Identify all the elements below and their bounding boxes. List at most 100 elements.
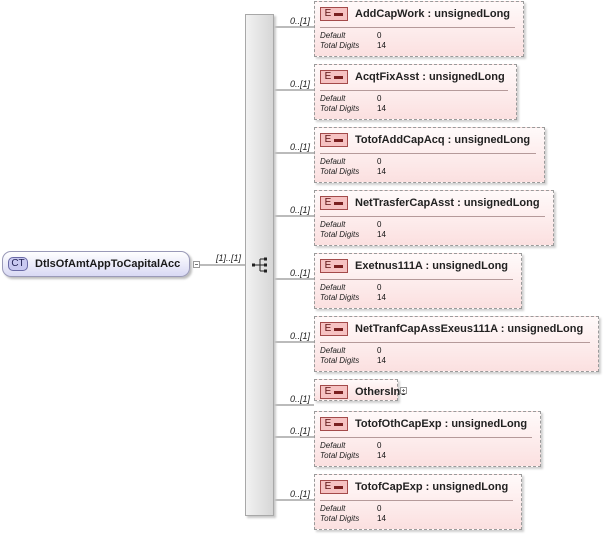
property-value: 14 [377, 230, 386, 239]
element-separator [320, 216, 545, 217]
element-badge-icon: E [320, 322, 348, 336]
element-title: AcqtFixAsst : unsignedLong [355, 71, 505, 83]
property-row: Default 0 [320, 504, 386, 514]
property-value: 0 [377, 157, 382, 166]
element-badge-icon: E [320, 196, 348, 210]
element-header: E TotofOthCapExp : unsignedLong [320, 417, 527, 431]
expand-icon[interactable] [400, 387, 407, 394]
element-badge-letter: E [324, 197, 332, 208]
element-badge-bar [334, 75, 344, 79]
property-row: Default 0 [320, 441, 386, 451]
element-title: OthersInc [355, 386, 407, 398]
element-badge-letter: E [324, 386, 332, 397]
property-key: Total Digits [320, 230, 360, 239]
element-multiplicity: 0..[1] [290, 142, 311, 152]
element-multiplicity: 0..[1] [290, 205, 311, 215]
property-key: Total Digits [320, 356, 360, 365]
property-row: Default 0 [320, 157, 386, 167]
element-badge-icon: E [320, 259, 348, 273]
element-badge-bar [334, 327, 344, 331]
property-key: Total Digits [320, 41, 360, 50]
property-key: Total Digits [320, 167, 360, 176]
property-value: 0 [377, 283, 382, 292]
property-key: Default [320, 441, 346, 450]
element-badge-icon: E [320, 385, 348, 399]
property-value: 14 [377, 451, 386, 460]
complex-type-node[interactable]: CT DtlsOfAmtAppToCapitalAcc [2, 251, 190, 277]
element-title: Exetnus111A : unsignedLong [355, 260, 509, 272]
element-badge-bar [334, 138, 344, 142]
property-value: 0 [377, 441, 382, 450]
property-value: 14 [377, 41, 386, 50]
element-separator [320, 437, 532, 438]
element-title: TotofCapExp : unsignedLong [355, 481, 509, 493]
property-value: 14 [377, 293, 386, 302]
element-separator [320, 342, 590, 343]
element-multiplicity: 0..[1] [290, 426, 311, 436]
element-badge-bar [334, 485, 344, 489]
property-row: Total Digits 14 [320, 41, 386, 51]
property-value: 0 [377, 220, 382, 229]
property-value: 0 [377, 504, 382, 513]
element-badge-icon: E [320, 7, 348, 21]
property-value: 14 [377, 514, 386, 523]
property-value: 0 [377, 31, 382, 40]
property-value: 0 [377, 94, 382, 103]
collapse-icon[interactable] [193, 261, 200, 268]
element-title: NetTranfCapAssExeus111A : unsignedLong [355, 323, 584, 335]
property-key: Default [320, 157, 346, 166]
element-badge-bar [334, 264, 344, 268]
element-badge-icon: E [320, 70, 348, 84]
element-multiplicity: 0..[1] [290, 16, 311, 26]
property-key: Default [320, 504, 346, 513]
element-title: AddCapWork : unsignedLong [355, 8, 511, 20]
property-key: Total Digits [320, 293, 360, 302]
element-header: E Exetnus111A : unsignedLong [320, 259, 508, 273]
property-key: Default [320, 283, 346, 292]
property-row: Total Digits 14 [320, 514, 386, 524]
element-header: E NetTranfCapAssExeus111A : unsignedLong [320, 322, 583, 336]
element-separator [320, 27, 515, 28]
element-multiplicity: 0..[1] [290, 394, 311, 404]
element-badge-icon: E [320, 417, 348, 431]
element-title: TotofAddCapAcq : unsignedLong [355, 134, 531, 146]
element-multiplicity: 0..[1] [290, 489, 311, 499]
element-badge-bar [334, 12, 344, 16]
property-key: Total Digits [320, 514, 360, 523]
element-badge-bar [334, 422, 344, 426]
element-multiplicity: 0..[1] [290, 268, 311, 278]
property-value: 0 [377, 346, 382, 355]
element-title: TotofOthCapExp : unsignedLong [355, 418, 528, 430]
element-node[interactable]: E OthersInc [314, 379, 406, 401]
element-badge-letter: E [324, 323, 332, 334]
element-multiplicity: 0..[1] [290, 331, 311, 341]
element-header: E AcqtFixAsst : unsignedLong [320, 70, 505, 84]
element-multiplicity: 0..[1] [290, 79, 311, 89]
complex-type-badge: CT [8, 257, 28, 271]
element-badge-letter: E [324, 418, 332, 429]
element-badge-bar [334, 390, 344, 394]
